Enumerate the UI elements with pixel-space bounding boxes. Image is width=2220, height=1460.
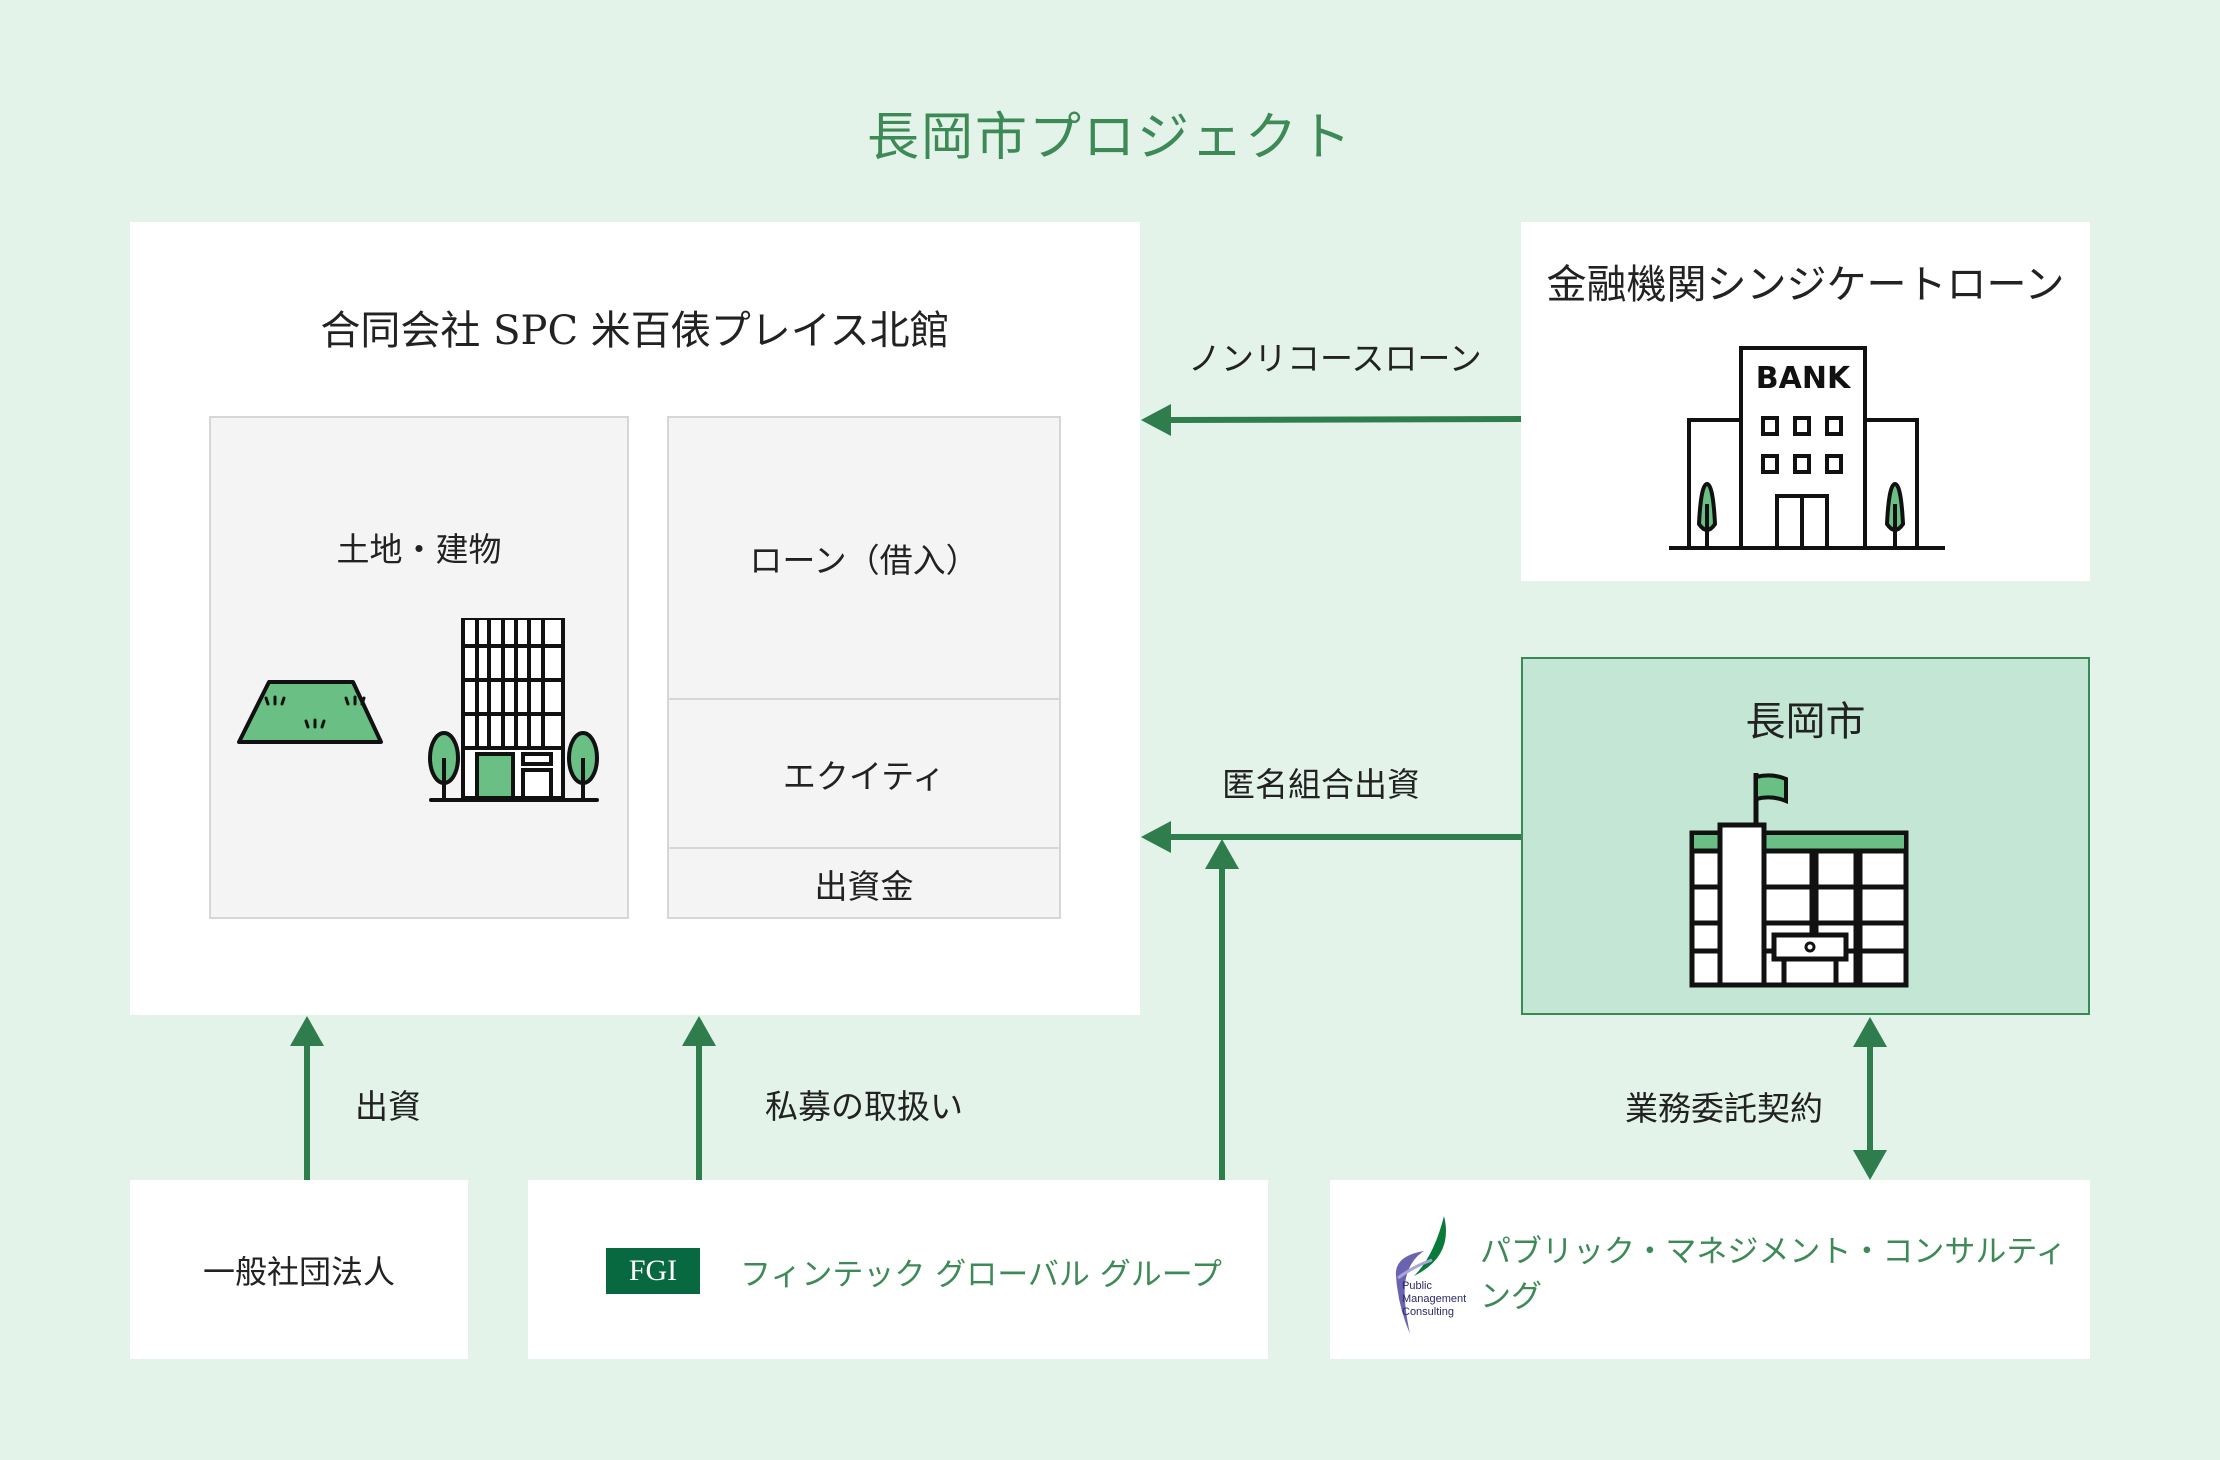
nagaoka-city-box: 長岡市 bbox=[1521, 657, 2090, 1015]
bank-building-icon: BANK bbox=[1669, 346, 1945, 550]
assets-label: 土地・建物 bbox=[336, 530, 502, 569]
pmc-box: Public Management Consulting パブリック・マネジメン… bbox=[1330, 1180, 2090, 1359]
page-title: 長岡市プロジェクト bbox=[866, 108, 1353, 168]
fgi-to-spc-arrowhead bbox=[1205, 839, 1239, 869]
bank-sign: BANK bbox=[1756, 361, 1852, 396]
nonrecourse-loan-label: ノンリコースローン bbox=[1188, 339, 1482, 378]
equity-cell: エクイティ bbox=[669, 700, 1059, 849]
liabilities-panel: ローン（借入） エクイティ 出資金 bbox=[667, 416, 1061, 919]
pmc-logo-icon bbox=[1395, 1216, 1446, 1334]
city-hall-icon bbox=[1689, 773, 1909, 988]
loan-cell: ローン（借入） bbox=[669, 418, 1059, 700]
fgi-logo: FGI bbox=[606, 1248, 700, 1294]
city-title: 長岡市 bbox=[1745, 699, 1866, 745]
nonrecourse-arrowhead bbox=[1141, 404, 1171, 436]
outsourcing-contract-label: 業務委託契約 bbox=[1625, 1089, 1823, 1128]
investment-arrowhead bbox=[290, 1016, 324, 1046]
general-association-box: 一般社団法人 bbox=[130, 1180, 468, 1359]
private-placement-arrowhead bbox=[682, 1016, 716, 1046]
capital-cell: 出資金 bbox=[814, 867, 914, 906]
silent-partnership-arrowhead bbox=[1141, 821, 1171, 853]
pmc-logo: Public Management Consulting bbox=[1384, 1216, 1484, 1336]
outsourcing-arrowhead-up bbox=[1853, 1017, 1887, 1047]
assets-panel: 土地・建物 bbox=[209, 416, 629, 919]
association-label: 一般社団法人 bbox=[202, 1252, 395, 1291]
outsourcing-arrowhead-down bbox=[1853, 1150, 1887, 1180]
private-placement-label: 私募の取扱い bbox=[765, 1087, 963, 1126]
fgi-name: フィンテック グローバル グループ bbox=[740, 1256, 1222, 1293]
pmc-logo-text: Public Management Consulting bbox=[1402, 1280, 1467, 1318]
investment-label: 出資 bbox=[355, 1087, 421, 1126]
land-building-icon bbox=[237, 618, 599, 802]
bank-title: 金融機関シンジケートローン bbox=[1546, 262, 2065, 308]
fgi-box: FGI フィンテック グローバル グループ bbox=[528, 1180, 1268, 1359]
nonrecourse-arrow-line bbox=[1167, 416, 1522, 423]
spc-box: 合同会社 SPC 米百俵プレイス北館 土地・建物 bbox=[130, 222, 1140, 1015]
silent-partnership-label: 匿名組合出資 bbox=[1222, 765, 1420, 804]
spc-title: 合同会社 SPC 米百俵プレイス北館 bbox=[320, 308, 950, 354]
bank-box: 金融機関シンジケートローン BANK bbox=[1521, 222, 2090, 581]
